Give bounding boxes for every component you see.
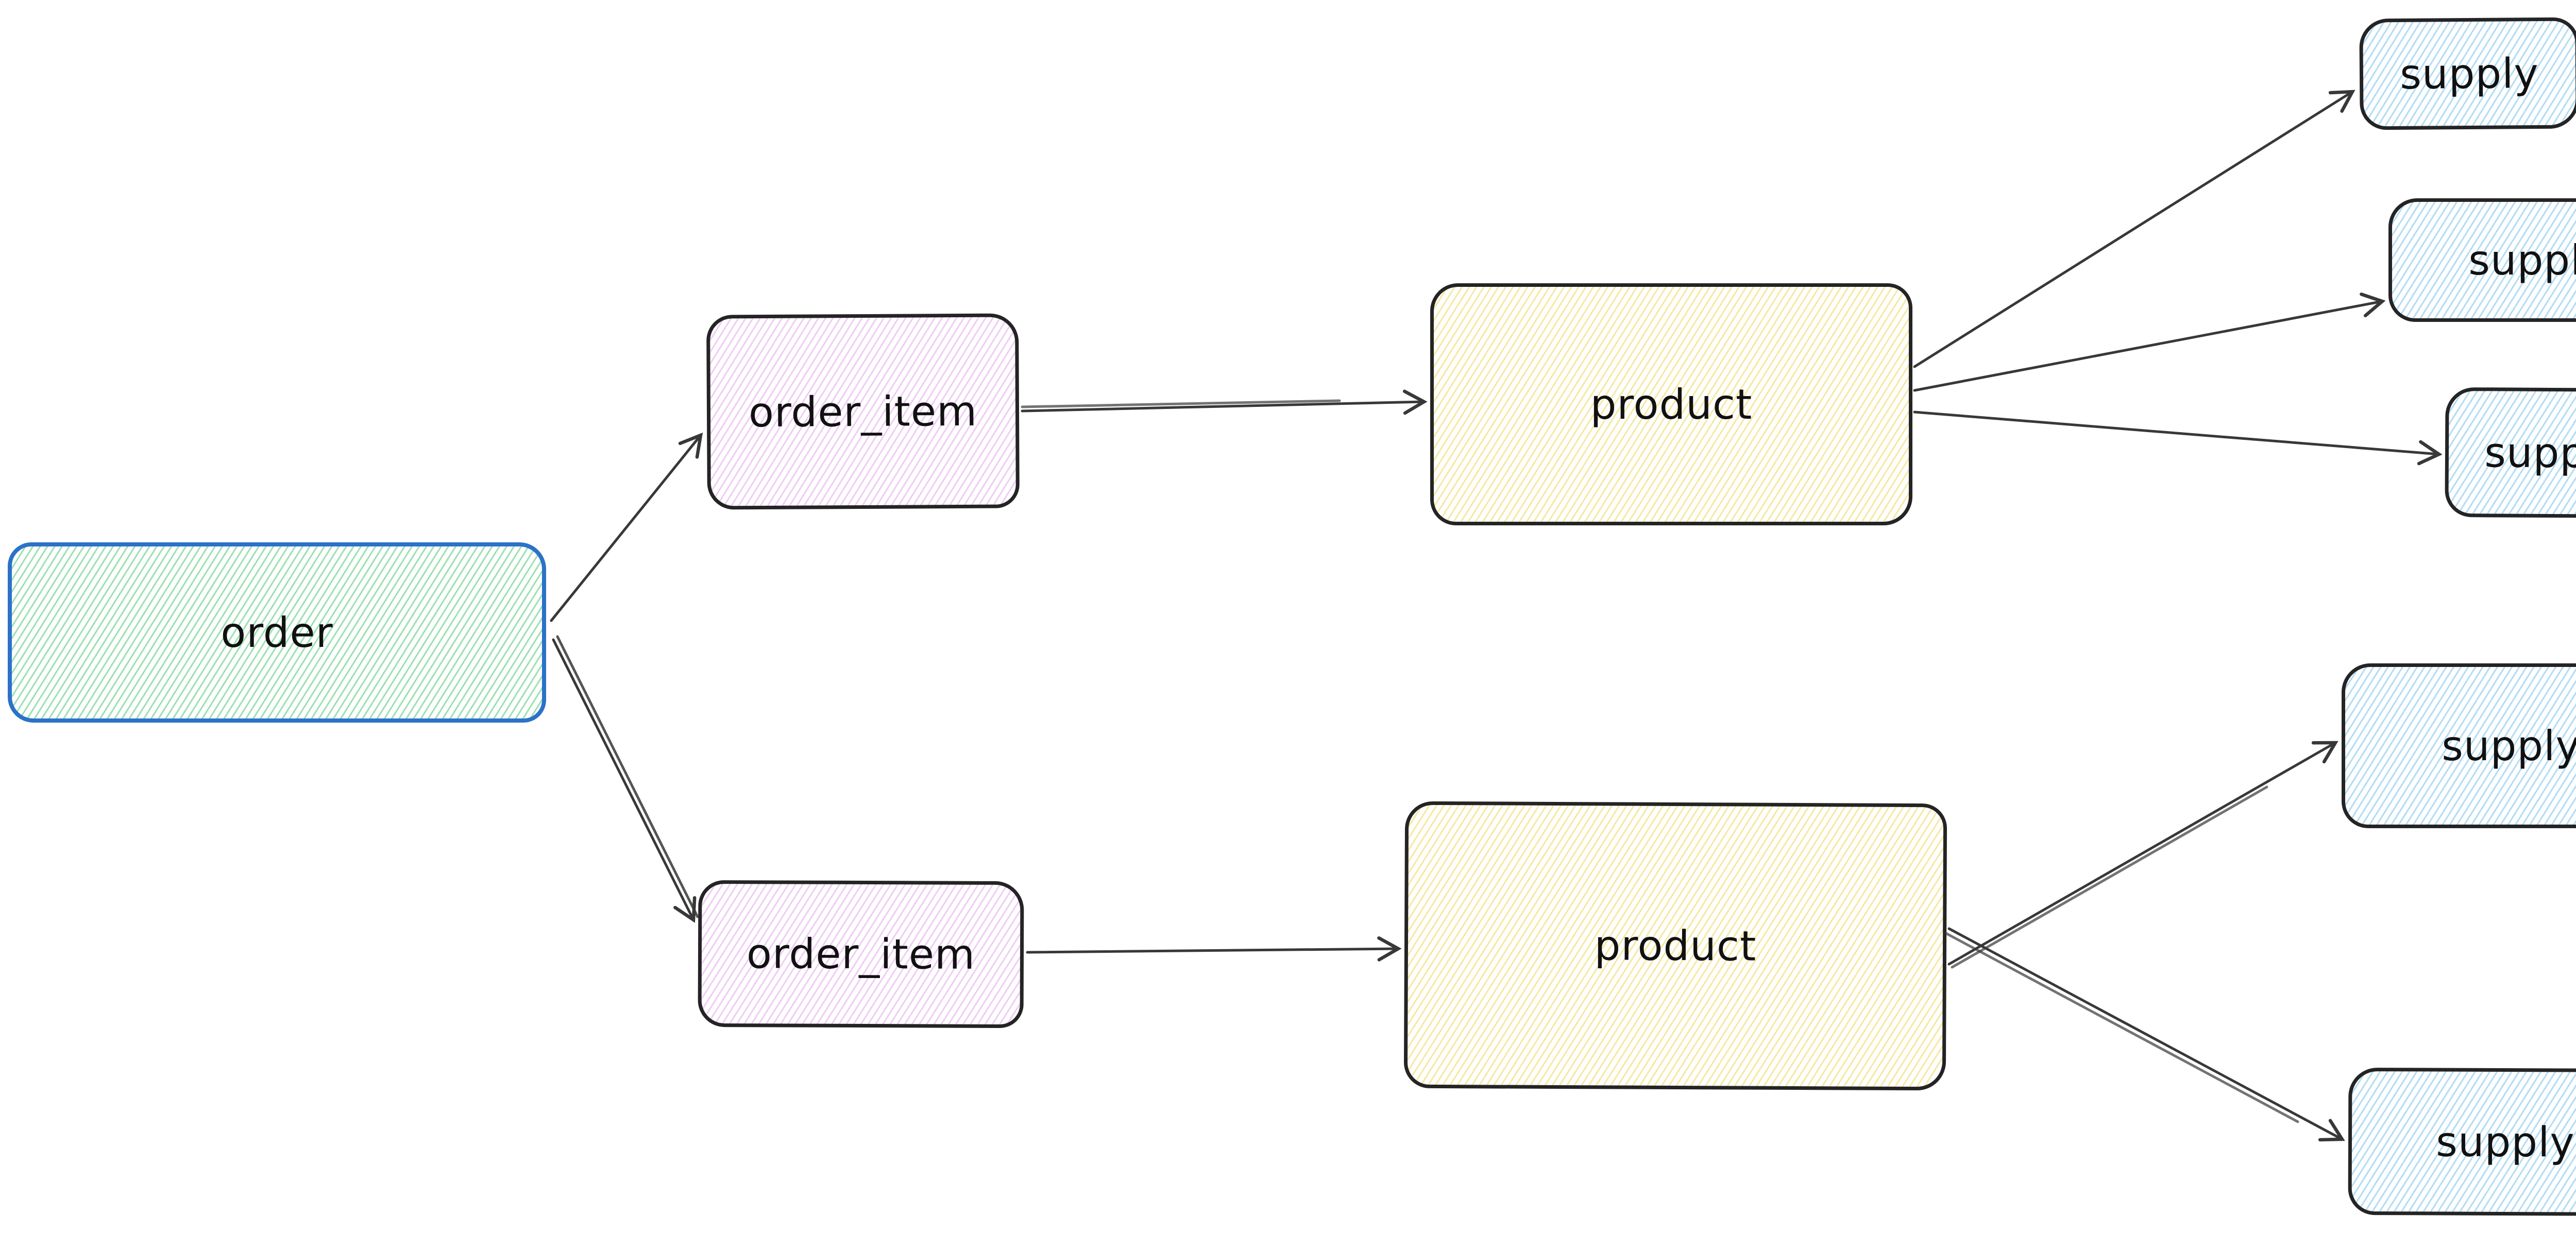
arrow-product-1-to-supply-1[interactable]	[1913, 90, 2355, 368]
node-supply-4[interactable]: supply	[2342, 663, 2576, 828]
arrow-product-2-to-supply-4[interactable]	[1947, 741, 2338, 969]
node-order[interactable]: order	[8, 542, 546, 723]
node-product-2[interactable]: product	[1403, 801, 1947, 1091]
node-supply-3[interactable]: supply	[2445, 387, 2576, 519]
arrow-order-item-1-to-product-1[interactable]	[1021, 389, 1428, 415]
arrow-order-item-2-to-product-2[interactable]	[1026, 936, 1402, 962]
node-supply-1-label: supply	[2399, 49, 2539, 98]
node-supply-3-label: supply	[2484, 428, 2576, 477]
arrow-product-1-to-supply-3[interactable]	[1913, 410, 2443, 466]
node-product-1-label: product	[1590, 380, 1753, 429]
node-order-item-1-label: order_item	[748, 387, 978, 436]
node-supply-5-label: supply	[2436, 1118, 2575, 1166]
arrow-product-1-to-supply-2[interactable]	[1913, 292, 2386, 392]
node-product-1[interactable]: product	[1430, 283, 1912, 525]
node-order-item-2[interactable]: order_item	[698, 880, 1024, 1029]
node-supply-5[interactable]: supply	[2348, 1067, 2576, 1217]
node-supply-2[interactable]: supply	[2388, 198, 2576, 322]
arrow-product-2-to-supply-5[interactable]	[1944, 927, 2345, 1142]
node-supply-1[interactable]: supply	[2359, 17, 2576, 130]
node-supply-4-label: supply	[2442, 722, 2576, 770]
arrow-order-to-order-item-1[interactable]	[550, 432, 703, 622]
node-product-2-label: product	[1594, 921, 1757, 970]
node-supply-2-label: supply	[2468, 236, 2576, 284]
node-order-item-1[interactable]: order_item	[706, 313, 1020, 510]
arrow-order-to-order-item-2[interactable]	[552, 635, 699, 923]
node-order-item-2-label: order_item	[746, 930, 976, 979]
node-order-label: order	[221, 608, 333, 657]
